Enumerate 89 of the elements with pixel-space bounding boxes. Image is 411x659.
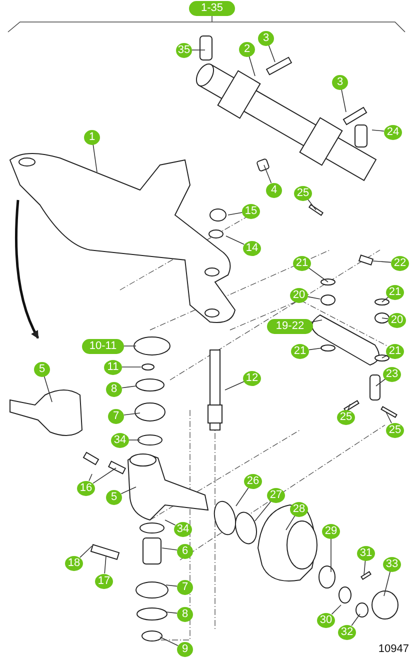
callout-number: 6 (177, 544, 193, 558)
callout-number: 7 (108, 408, 124, 424)
callout-number: 25 (294, 186, 312, 200)
callout-number: 23 (383, 366, 401, 382)
callout-number: 21 (386, 344, 404, 358)
leader-line (384, 570, 391, 596)
callout-number: 22 (391, 256, 409, 270)
callout-number: 2 (239, 42, 255, 56)
leader-line (226, 236, 244, 245)
leader-line (120, 486, 136, 494)
leader-line (166, 612, 178, 614)
callout-number: 28 (290, 502, 308, 516)
leader-line (382, 318, 388, 320)
leader-line (254, 500, 272, 522)
leader-line (124, 412, 140, 416)
leader-line (308, 348, 322, 350)
leader-line (224, 381, 244, 390)
callout-number: 8 (106, 382, 122, 396)
callout-number: 3 (332, 74, 348, 90)
callout-number: 21 (291, 344, 309, 358)
callout-number: 8 (177, 606, 193, 622)
leader-line (386, 412, 392, 424)
leader-line (286, 515, 296, 530)
callout-number: 27 (267, 488, 285, 502)
callout-number: 35 (176, 42, 192, 58)
leader-line (44, 376, 52, 402)
leader-line (88, 474, 92, 482)
callout-number: 5 (106, 490, 122, 504)
leader-line (122, 366, 142, 368)
leader-line (308, 268, 328, 282)
leader-line (351, 614, 360, 626)
leader-line (248, 56, 256, 76)
callout-number: 14 (243, 240, 261, 256)
callout-number: 4 (266, 182, 282, 198)
callout-number: 33 (383, 556, 401, 572)
callout-number: 17 (95, 574, 113, 588)
drawing-number: 10947 (378, 643, 409, 655)
leader-line (228, 212, 243, 216)
leader-line (264, 164, 272, 184)
leader-line (80, 546, 92, 558)
leader-line (307, 296, 320, 300)
callout-number: 3 (258, 30, 274, 46)
leader-line (330, 538, 332, 572)
leader-line (376, 378, 386, 386)
callout-number: 30 (317, 612, 335, 628)
callout-number: 31 (357, 546, 375, 560)
callout-number: 24 (384, 124, 402, 140)
callout-number: 29 (322, 524, 340, 538)
callout-number: 10-11 (82, 338, 124, 354)
callout-number: 7 (177, 580, 193, 594)
leader-line (364, 560, 366, 576)
leader-line (348, 404, 350, 410)
leader-line (92, 144, 98, 172)
leader-line (382, 296, 389, 302)
callout-number: 18 (65, 556, 83, 570)
callout-number: 12 (243, 370, 261, 386)
leader-line (92, 468, 116, 484)
leader-line (164, 520, 176, 526)
leader-line (122, 386, 136, 388)
leader-line (310, 320, 322, 323)
leader-line (307, 198, 316, 210)
callout-number: 32 (338, 624, 356, 640)
callout-number: 1-35 (189, 0, 235, 16)
callout-number: 26 (244, 474, 262, 488)
leader-line (166, 584, 178, 587)
callout-number: 5 (34, 362, 50, 376)
leader-line (372, 260, 392, 263)
leader-line (372, 130, 384, 132)
callout-number: 34 (174, 522, 192, 536)
callout-number: 11 (104, 360, 122, 374)
callout-number: 34 (111, 432, 129, 448)
callout-number: 19-22 (267, 318, 313, 334)
callout-number: 16 (77, 480, 95, 496)
callout-number: 25 (386, 422, 404, 438)
leader-line (162, 548, 178, 550)
leader-line (341, 89, 346, 112)
leader-line (236, 487, 249, 506)
leader-line (331, 604, 342, 615)
callout-number: 21 (386, 284, 404, 300)
callout-number: 20 (388, 312, 406, 328)
callout-number: 9 (177, 642, 193, 656)
callout-number: 1 (84, 130, 100, 144)
leader-line (104, 556, 106, 574)
leader-line (160, 636, 178, 646)
callout-number: 20 (290, 288, 308, 302)
callout-number: 21 (293, 256, 311, 270)
leader-line (268, 44, 276, 62)
callout-number: 15 (242, 204, 260, 218)
callout-number: 25 (337, 410, 355, 424)
